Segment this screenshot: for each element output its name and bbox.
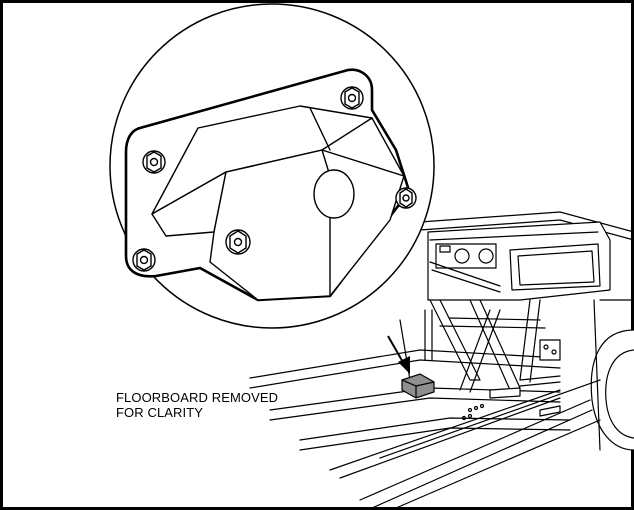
cable-knockout [313,169,355,219]
housing-cap [209,117,405,301]
dash-gauge-panel [435,243,497,269]
bolt-bottom-left [132,248,156,272]
bolt-right [395,187,417,209]
magnified-inset [109,3,435,329]
vehicle-illustration [249,211,634,509]
frame-rail-front [249,349,561,379]
bolt-front-left [225,229,251,255]
bolt-top-right [340,86,364,110]
dash-dial-1 [454,248,470,264]
relay-module-location [401,373,435,399]
frame-rail-rear [299,417,571,441]
pointer-arrow [387,335,410,374]
wheel [590,329,634,451]
floorboard-note: FLOORBOARD REMOVED FOR CLARITY [116,390,376,420]
floorboard-note-line1: FLOORBOARD REMOVED [116,390,279,405]
floorboard-note-line2: FOR CLARITY [116,405,204,420]
bolt-top-left [142,150,166,174]
dash-dial-2 [478,248,494,264]
